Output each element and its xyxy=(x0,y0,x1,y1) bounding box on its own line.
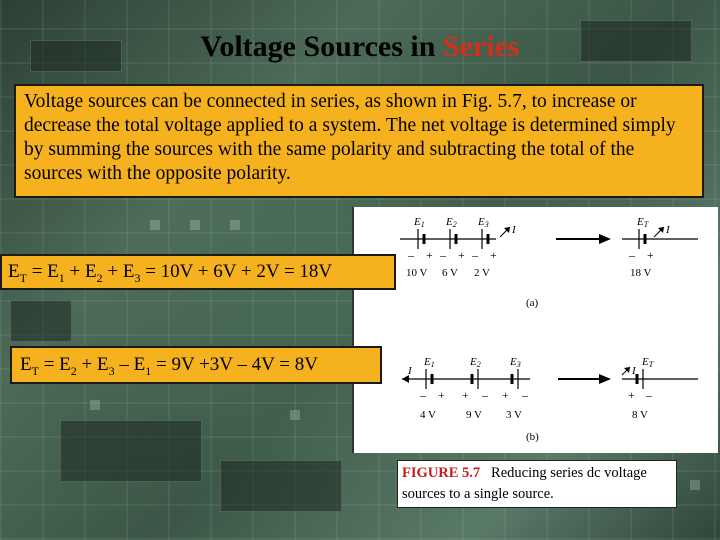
background-dot xyxy=(230,220,240,230)
background-chip xyxy=(30,40,122,72)
label-e3: E3 xyxy=(509,356,521,369)
polarity-sign: – xyxy=(471,248,479,262)
value-et: 8 V xyxy=(632,409,648,421)
background-dot xyxy=(90,400,100,410)
value-e1: 10 V xyxy=(406,267,428,279)
polarity-sign: – xyxy=(645,388,653,402)
background-dot xyxy=(150,220,160,230)
polarity-sign: – xyxy=(628,248,636,262)
polarity-sign: – xyxy=(521,388,529,402)
background-chip xyxy=(580,20,692,62)
panel-label-a: (a) xyxy=(526,297,539,309)
polarity-sign: + xyxy=(490,248,497,262)
label-current-result: I xyxy=(665,224,671,236)
value-et: 18 V xyxy=(630,267,652,279)
polarity-sign: – xyxy=(419,388,427,402)
background-chip xyxy=(60,420,202,482)
label-et: ET xyxy=(641,356,654,369)
polarity-sign: – xyxy=(407,248,415,262)
label-current: I xyxy=(407,365,413,377)
label-e2: E2 xyxy=(445,216,457,229)
value-e3: 2 V xyxy=(474,267,490,279)
label-current-result: I xyxy=(631,365,637,377)
circuit-figure: E1 E2 E3 I ET I – + – + – + – + 10 V 6 V… xyxy=(352,207,718,453)
label-e3: E3 xyxy=(477,216,489,229)
polarity-sign: – xyxy=(481,388,489,402)
polarity-sign: + xyxy=(647,248,654,262)
caption-text: Reducing series dc voltage sources to a … xyxy=(402,465,647,502)
panel-b: I E1 E2 E3 I ET – + + – + – + – 4 V 9 V … xyxy=(402,356,698,443)
polarity-sign: + xyxy=(426,248,433,262)
value-e2: 9 V xyxy=(466,409,482,421)
label-e2: E2 xyxy=(469,356,481,369)
label-et: ET xyxy=(636,216,649,229)
panel-a: E1 E2 E3 I ET I – + – + – + – + 10 V 6 V… xyxy=(400,216,698,309)
label-current: I xyxy=(511,224,517,236)
background-dot xyxy=(190,220,200,230)
background-chip xyxy=(220,460,342,512)
polarity-sign: + xyxy=(438,388,445,402)
slide-title: Voltage Sources in Series xyxy=(0,30,720,64)
label-e1: E1 xyxy=(423,356,435,369)
polarity-sign: + xyxy=(502,388,509,402)
label-e1: E1 xyxy=(413,216,425,229)
title-main: Voltage Sources in xyxy=(200,30,436,63)
background-dot xyxy=(290,410,300,420)
polarity-sign: + xyxy=(462,388,469,402)
value-e3: 3 V xyxy=(506,409,522,421)
value-e2: 6 V xyxy=(442,267,458,279)
background-dot xyxy=(690,480,700,490)
equation-a: ET = E1 + E2 + E3 = 10V + 6V + 2V = 18V xyxy=(0,254,396,290)
panel-label-b: (b) xyxy=(526,431,539,443)
equation-b: ET = E2 + E3 – E1 = 9V +3V – 4V = 8V xyxy=(10,346,382,384)
value-e1: 4 V xyxy=(420,409,436,421)
caption-label: FIGURE 5.7 xyxy=(402,465,481,481)
polarity-sign: – xyxy=(439,248,447,262)
figure-caption: FIGURE 5.7 Reducing series dc voltage so… xyxy=(397,460,677,508)
title-accent: Series xyxy=(442,30,520,63)
circuit-diagram: E1 E2 E3 I ET I – + – + – + – + 10 V 6 V… xyxy=(400,216,698,443)
polarity-sign: + xyxy=(628,388,635,402)
intro-text-box: Voltage sources can be connected in seri… xyxy=(14,84,704,198)
polarity-sign: + xyxy=(458,248,465,262)
background-chip xyxy=(10,300,72,342)
